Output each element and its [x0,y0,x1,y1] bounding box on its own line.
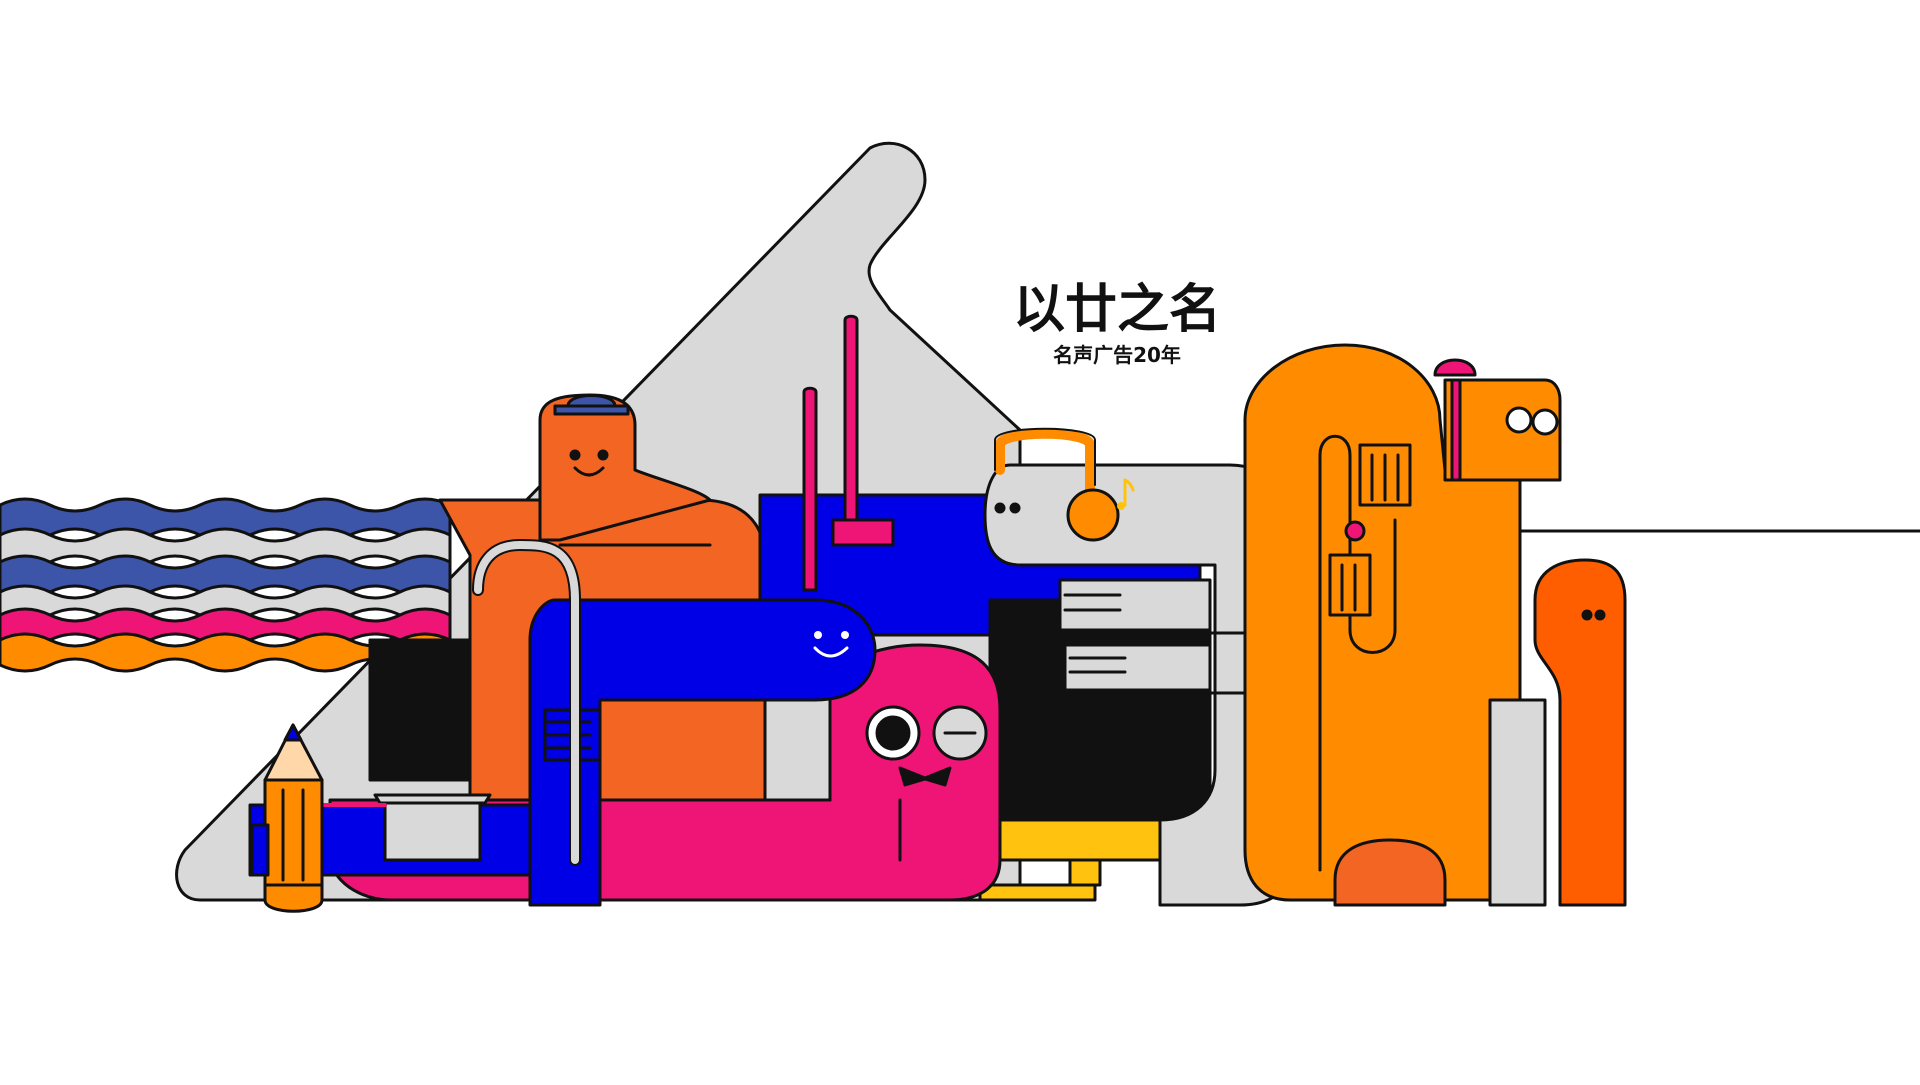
pink-hand [831,518,895,547]
deep-orange-eye-left [1581,609,1593,621]
camel-glasses-left [1505,406,1533,434]
blue-figure-cane [472,539,877,907]
pink-raised-arm-2 [802,386,818,592]
rainbow-stripes [0,497,452,673]
orange-camel-figure [1243,343,1562,907]
orange-figure-eye-right [597,449,609,461]
pink-raised-arm [843,314,859,542]
monitor-stand [1068,858,1102,887]
orange-figure-eye-left [569,449,581,461]
sub-title: 名声广告20年 [1053,343,1181,367]
music-note-icon [1123,478,1135,507]
gray-figure-headphones [983,427,1297,907]
orange-figure-smile [573,466,605,477]
main-title: 以廿之名 [1012,280,1221,340]
monitor-base [978,883,1097,902]
title-block: 以廿之名 名声广告20年 [1010,280,1224,368]
deep-orange-figure [1533,558,1627,907]
deep-orange-eye-right [1594,609,1606,621]
laptop-icon [383,793,482,862]
headphones-icon [995,428,1095,495]
gray-leg [1488,698,1547,907]
bow-tie-icon [898,766,952,787]
pencil-icon [250,723,324,913]
camel-glasses-right [1531,408,1559,436]
